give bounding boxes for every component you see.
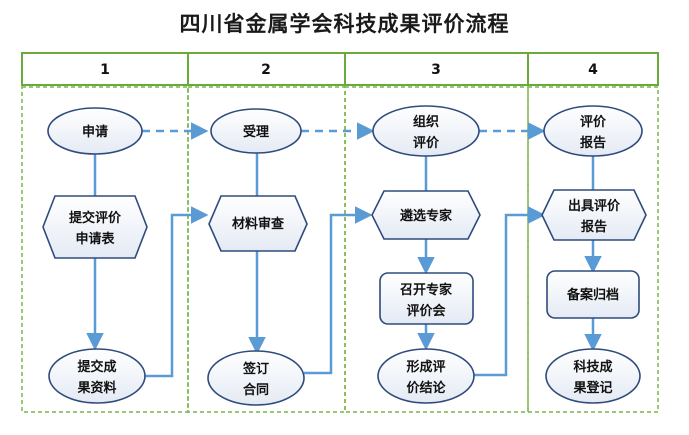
column-header-3 (344, 52, 529, 86)
node-eval-report[interactable] (543, 105, 643, 157)
node-submit-docs[interactable] (48, 348, 146, 404)
label-select-experts: 遴选专家 (399, 208, 453, 224)
node-labels: 申请 提交评价 申请表 提交成 果资料 受理 材料审查 签订 合同 组织 评价 … (69, 114, 621, 398)
column-body-3 (344, 86, 529, 413)
column-label-4: 4 (588, 62, 598, 78)
column-body-4 (527, 86, 659, 413)
label-issue-report-1: 出具评价 (568, 198, 621, 214)
label-review: 材料审查 (232, 216, 285, 232)
node-select-experts[interactable] (371, 190, 481, 240)
connectors (86, 122, 602, 378)
label-contract-1: 签订 (242, 361, 269, 377)
label-issue-report-2: 报告 (581, 219, 607, 235)
node-review[interactable] (208, 195, 308, 252)
label-submit-docs-2: 果资料 (76, 380, 116, 396)
node-expert-meeting[interactable] (379, 272, 474, 325)
column-header-row: 1 2 3 4 (21, 52, 659, 86)
column-body-1 (21, 86, 189, 413)
diagram-title: 四川省金属学会科技成果评价流程 (179, 11, 510, 36)
column-header-1 (21, 52, 189, 86)
connector-conclusion-issue (474, 206, 546, 377)
label-eval-report-2: 报告 (580, 135, 606, 151)
label-archive: 备案归档 (566, 287, 619, 303)
label-expert-meeting-2: 评价会 (406, 303, 446, 319)
node-apply[interactable] (47, 107, 143, 155)
label-eval-report-1: 评价 (580, 115, 607, 130)
column-label-2: 2 (261, 62, 271, 78)
label-conclusion-2: 价结论 (406, 380, 446, 396)
column-body-2 (187, 86, 346, 413)
label-organize-1: 组织 (413, 114, 439, 130)
node-issue-report[interactable] (541, 189, 647, 241)
label-expert-meeting-1: 召开专家 (400, 282, 453, 298)
column-bodies (21, 86, 659, 413)
node-archive[interactable] (546, 270, 640, 319)
column-header-4 (527, 52, 659, 86)
label-accept: 受理 (243, 124, 269, 140)
label-submit-form-1: 提交评价 (69, 210, 122, 226)
node-organize[interactable] (372, 105, 480, 157)
node-register[interactable] (545, 348, 641, 404)
nodes (42, 105, 647, 406)
column-header-2 (187, 52, 346, 86)
label-submit-docs-1: 提交成 (77, 359, 116, 375)
node-accept[interactable] (210, 108, 302, 154)
column-label-1: 1 (100, 62, 110, 78)
node-conclusion[interactable] (377, 348, 475, 404)
column-label-3: 3 (431, 62, 441, 78)
connector-docs-review (145, 206, 209, 378)
label-contract-2: 合同 (243, 382, 269, 398)
node-submit-form[interactable] (42, 195, 148, 259)
label-register-1: 科技成 (573, 359, 612, 375)
label-organize-2: 评价 (413, 136, 440, 151)
label-submit-form-2: 申请表 (75, 231, 115, 247)
label-apply: 申请 (82, 124, 108, 140)
node-contract[interactable] (207, 350, 305, 406)
label-register-2: 果登记 (572, 380, 612, 396)
connector-contract-select (304, 206, 373, 375)
label-conclusion-1: 形成评 (406, 359, 445, 375)
